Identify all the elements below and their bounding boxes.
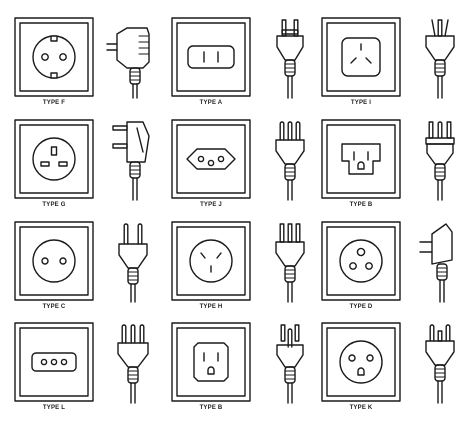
socket-b-icon (171, 322, 251, 402)
socket-c-icon (14, 221, 94, 301)
plug-k-icon (425, 324, 455, 404)
plug-l-icon (117, 324, 149, 404)
socket-i-icon (321, 17, 401, 97)
plug-type-label: TYPE D (349, 304, 373, 310)
socket-g-icon (14, 119, 94, 199)
plug-g-icon (112, 121, 150, 201)
socket-d-icon (321, 221, 401, 301)
plug-type-label: TYPE L (42, 405, 66, 411)
plug-type-label: TYPE C (42, 304, 66, 310)
plug-a-icon (276, 19, 304, 99)
socket-h-icon (171, 221, 251, 301)
plug-type-label: TYPE F (42, 100, 66, 106)
plug-d-icon (419, 223, 453, 303)
plug-type-label: TYPE H (199, 304, 223, 310)
socket-b3-icon (321, 119, 401, 199)
socket-l-icon (14, 322, 94, 402)
plug-c-icon (118, 223, 148, 303)
plug-type-label: TYPE J (200, 202, 222, 208)
plug-type-label: TYPE A (199, 100, 223, 106)
plug-h-icon (275, 223, 305, 303)
plug-type-label: TYPE G (42, 202, 66, 208)
socket-a-icon (171, 17, 251, 97)
socket-k-icon (321, 322, 401, 402)
plug-f-icon (106, 27, 150, 99)
plug-type-label: TYPE B (349, 202, 373, 208)
socket-f-icon (14, 17, 94, 97)
plug-i-icon (425, 19, 455, 99)
plug-b-icon (276, 324, 304, 404)
plug-b3-icon (425, 121, 455, 201)
plug-type-label: TYPE B (199, 405, 223, 411)
plug-type-label: TYPE K (349, 405, 373, 411)
plug-j-icon (275, 121, 305, 201)
plug-type-label: TYPE I (350, 100, 372, 106)
socket-j-icon (171, 119, 251, 199)
